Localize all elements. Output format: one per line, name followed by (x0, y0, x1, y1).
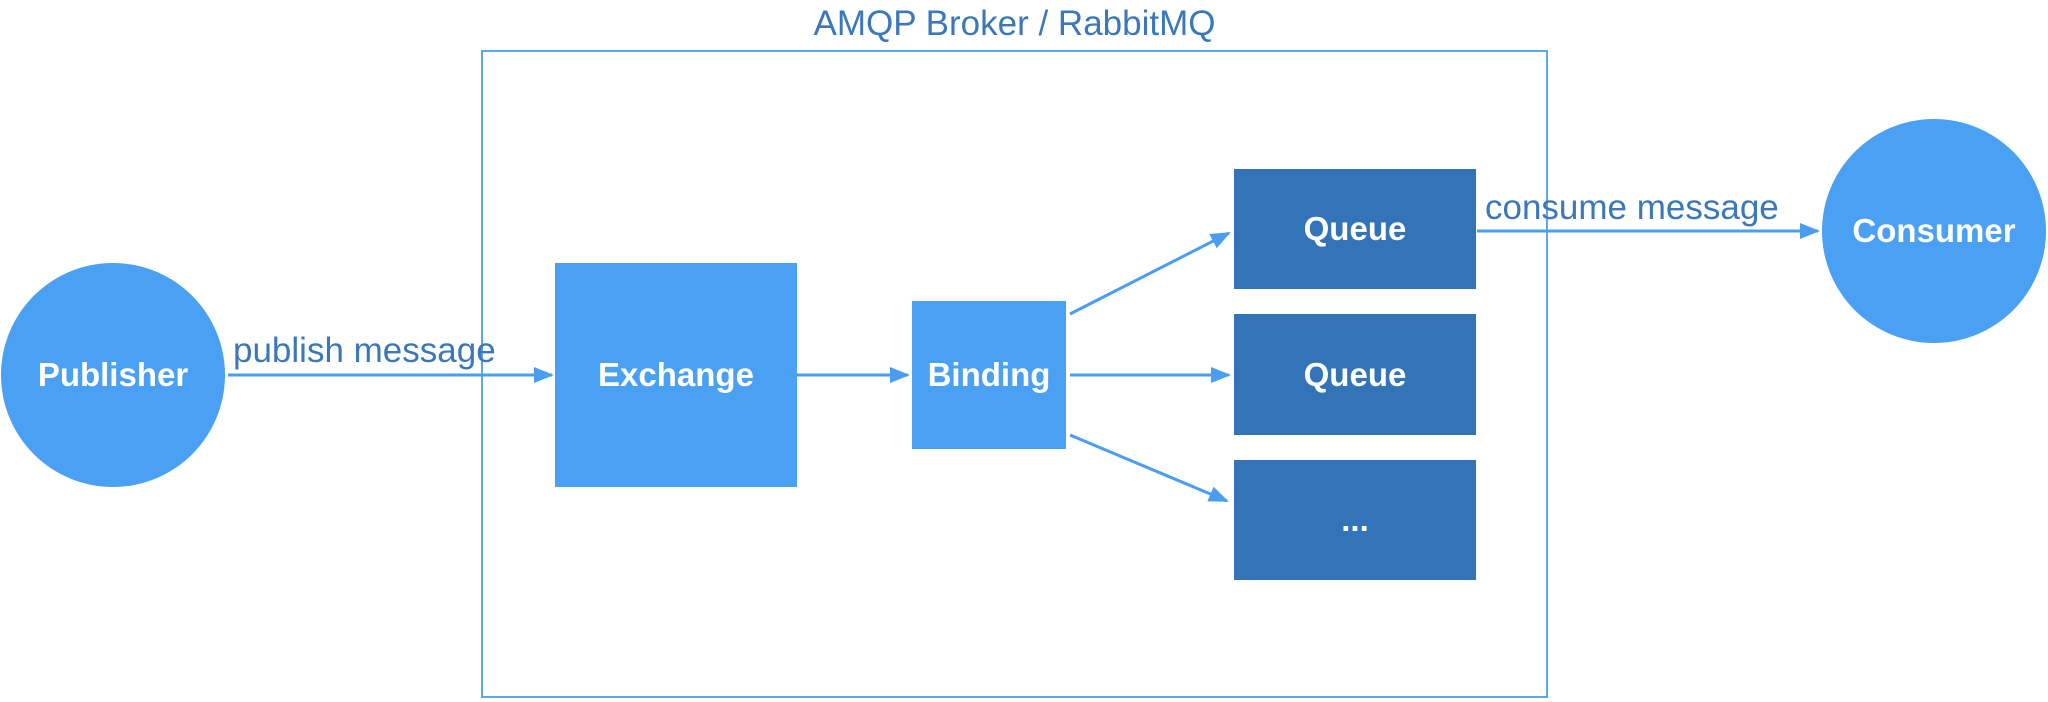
queue-label-1: Queue (1303, 210, 1407, 247)
consume-message-label: consume message (1485, 188, 1779, 227)
exchange-node: Exchange (555, 263, 797, 487)
queue-node-2: Queue (1234, 314, 1476, 435)
publisher-label: Publisher (37, 356, 189, 393)
edge-binding-queue-1 (1069, 231, 1231, 316)
queue-node-more: ... (1234, 460, 1476, 580)
queue-label-2: Queue (1303, 355, 1407, 393)
exchange-label: Exchange (598, 356, 754, 393)
consumer-label: Consumer (1852, 212, 2016, 249)
broker-title: AMQP Broker / RabbitMQ (813, 4, 1216, 43)
queue-node-1: Queue (1234, 169, 1476, 289)
binding-label: Binding (927, 356, 1051, 393)
publisher-node: Publisher (1, 263, 225, 487)
queue-more-label: ... (1341, 501, 1369, 538)
binding-node: Binding (912, 301, 1066, 449)
publish-message-label: publish message (233, 331, 496, 370)
edge-binding-queue-more (1069, 433, 1229, 503)
consumer-node: Consumer (1822, 119, 2046, 343)
